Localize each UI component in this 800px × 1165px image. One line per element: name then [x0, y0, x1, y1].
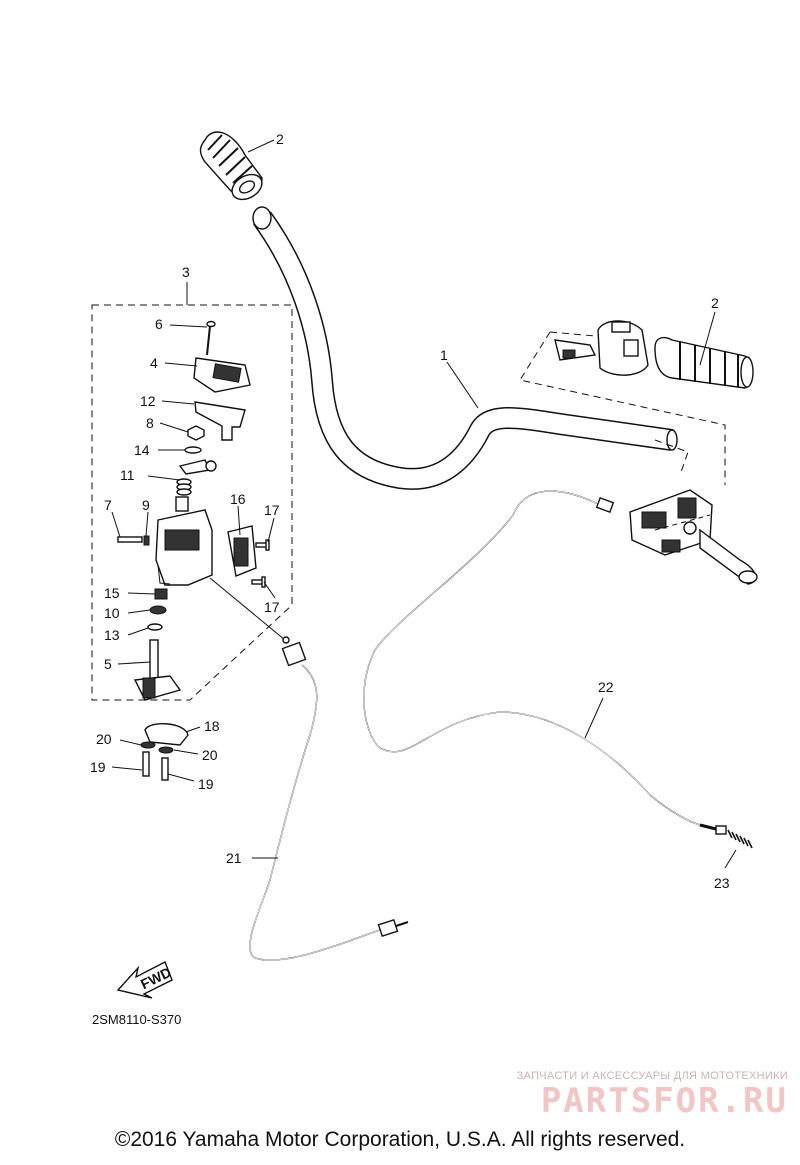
- leader-lines: [111, 139, 737, 869]
- right-lever-assembly: [629, 489, 758, 585]
- callout-19-right: 19: [198, 776, 214, 792]
- callout-12: 12: [140, 393, 156, 409]
- cable-22: [363, 490, 753, 849]
- callout-20-left: 20: [96, 731, 112, 747]
- handlebar: [252, 206, 678, 490]
- callout-20-right: 20: [202, 747, 218, 763]
- callout-19-left: 19: [90, 759, 106, 775]
- cable-21: [209, 577, 409, 961]
- right-switch-and-grip: [519, 320, 754, 485]
- clamp-parts: [140, 723, 189, 781]
- callout-17-bottom: 17: [264, 599, 280, 615]
- callout-23: 23: [714, 875, 730, 891]
- callout-14: 14: [134, 442, 150, 458]
- callout-4: 4: [150, 355, 158, 371]
- throttle-housing-assembly: [91, 304, 293, 701]
- callout-9: 9: [142, 497, 150, 513]
- watermark-brand: PARTSFOR.RU: [540, 1081, 788, 1121]
- callout-18: 18: [204, 718, 220, 734]
- callout-6: 6: [155, 316, 163, 332]
- callout-13: 13: [104, 627, 120, 643]
- diagram-code: 2SM8110-S370: [92, 1012, 182, 1027]
- watermark-tagline: ЗАПЧАСТИ И АКСЕССУАРЫ ДЛЯ МОТОТЕХНИКИ: [516, 1070, 788, 1082]
- callout-17-top: 17: [264, 502, 280, 518]
- callout-2-right: 2: [711, 295, 719, 311]
- callout-16: 16: [230, 491, 246, 507]
- callout-21: 21: [226, 850, 242, 866]
- forward-arrow: FWD: [116, 961, 174, 999]
- callout-22: 22: [598, 679, 614, 695]
- callout-11: 11: [120, 467, 135, 483]
- callout-labels: 1 2 2 3 4 5 6 7 8 9 10 11 12 13 14 15 16…: [90, 131, 730, 891]
- copyright-notice: ©2016 Yamaha Motor Corporation, U.S.A. A…: [114, 1128, 686, 1151]
- left-grip: [199, 131, 263, 201]
- callout-8: 8: [146, 415, 154, 431]
- callout-3: 3: [182, 264, 190, 280]
- callout-5: 5: [104, 656, 112, 672]
- callout-2-left: 2: [276, 131, 284, 147]
- callout-10: 10: [104, 605, 120, 621]
- callout-15: 15: [104, 585, 120, 601]
- callout-1: 1: [440, 347, 448, 363]
- callout-7: 7: [104, 497, 112, 513]
- watermark: ЗАПЧАСТИ И АКСЕССУАРЫ ДЛЯ МОТОТЕХНИКИ PA…: [488, 1070, 788, 1120]
